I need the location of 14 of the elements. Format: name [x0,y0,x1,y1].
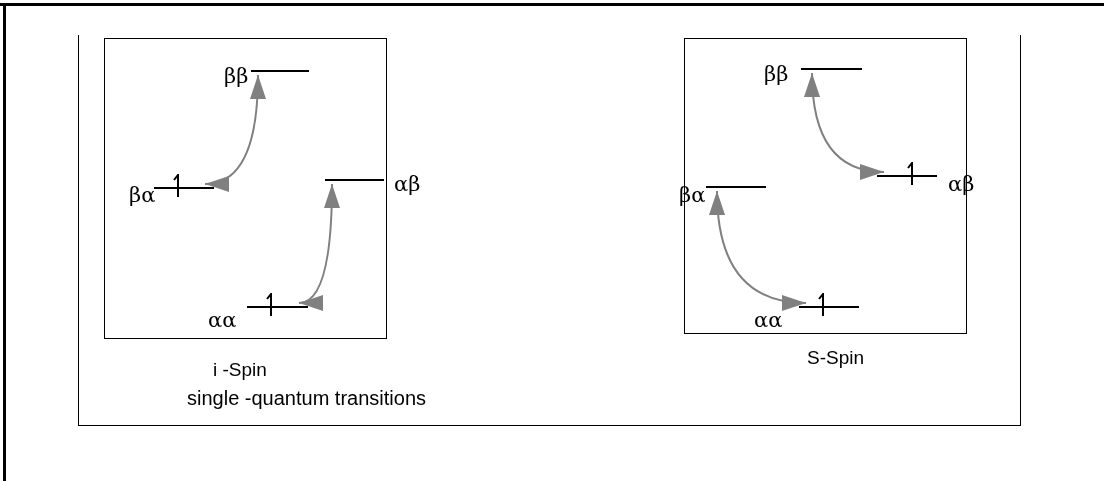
transition-arrow [709,190,807,310]
transition-arrow [804,72,885,179]
energy-level-label: ββ [224,66,249,87]
transition-arrow [204,74,266,190]
panel-caption: i -Spin [213,360,267,379]
figure-frame [78,35,1021,426]
energy-level-label: ββ [764,64,789,85]
energy-level-label: αα [754,310,783,331]
energy-level-label: βα [129,185,156,206]
figure-caption: single -quantum transitions [187,388,426,408]
panel-caption: S-Spin [807,348,865,367]
energy-level-label: αα [208,310,237,331]
energy-level-label: αβ [394,174,421,195]
transition-arrow [298,183,340,308]
